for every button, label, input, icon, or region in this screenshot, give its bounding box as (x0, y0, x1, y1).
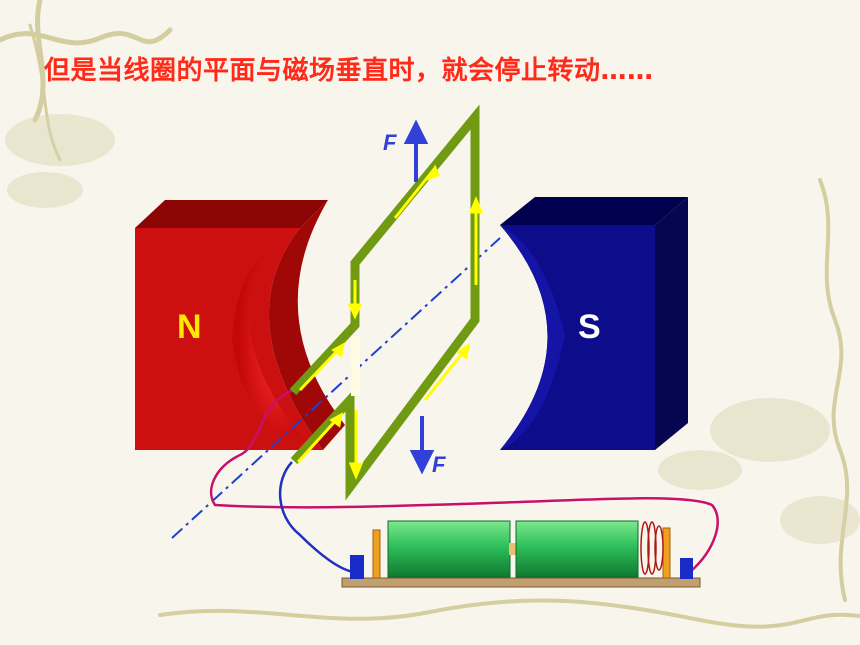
blue-wire (279, 461, 355, 574)
left-holder-post (372, 529, 381, 579)
battery-connector (509, 543, 517, 555)
coil-loop (289, 104, 480, 501)
commutator-gap (351, 336, 360, 396)
force-label-top: F (383, 130, 397, 155)
left-terminal-block (350, 555, 364, 579)
south-pole-label: S (578, 308, 601, 346)
north-magnet (135, 200, 345, 450)
right-terminal-block (680, 558, 693, 579)
south-magnet (500, 197, 688, 450)
battery-assembly (341, 520, 701, 588)
background-foliage-decoration (5, 114, 860, 544)
red-wire (209, 386, 719, 573)
current-arrows (296, 164, 484, 480)
rotation-axis-line (171, 237, 501, 539)
north-pole-label: N (177, 308, 202, 346)
right-holder-post (662, 527, 671, 579)
spring-coil (640, 521, 664, 575)
battery-base-plate (341, 577, 701, 588)
battery-cell-left (387, 520, 511, 578)
battery-cell-right (515, 520, 639, 578)
slide-caption: 但是当线圈的平面与磁场垂直时，就会停止转动…… (44, 56, 654, 86)
force-label-bottom: F (432, 452, 446, 477)
background-vine-decoration (0, 0, 860, 629)
force-arrow-up (403, 119, 429, 182)
force-arrow-down (409, 416, 435, 475)
